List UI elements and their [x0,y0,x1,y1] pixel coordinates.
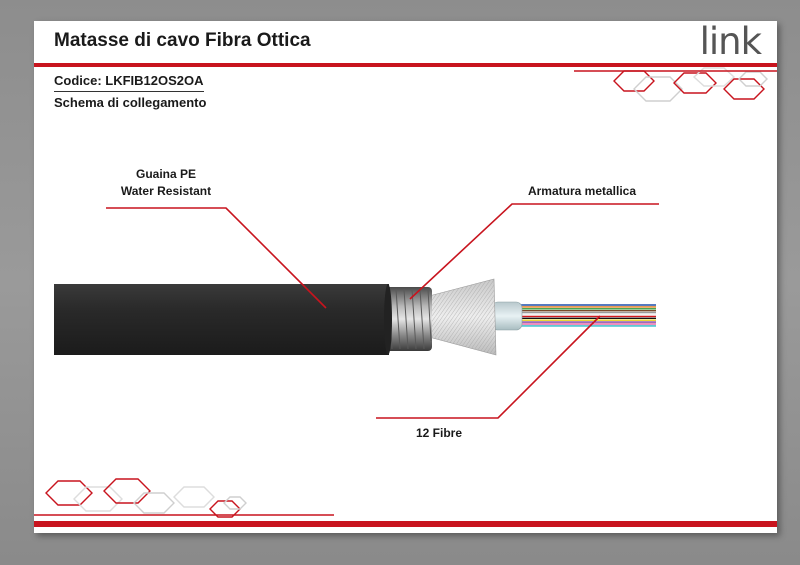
label-sheath-line-1: Guaina PE [135,167,197,181]
label-sheath-line-2: Water Resistant [120,184,212,198]
cable-diagram [34,67,777,518]
metallic-armor [384,287,432,351]
header-divider [34,63,777,67]
brand-logo: link [699,21,762,63]
label-sheath: Guaina PE Water Resistant [106,166,226,200]
pe-sheath [54,284,392,355]
optical-fibers [504,304,656,327]
leader-line-sheath [106,207,327,309]
page-title: Matasse di cavo Fibra Ottica [54,30,311,51]
leader-line-fibers [376,315,601,419]
label-armor: Armatura metallica [527,184,637,198]
label-fibers: 12 Fibre [415,426,463,440]
hexagon-decoration-top [574,67,777,102]
leader-line-armor [409,203,659,300]
diagram-sheet: Matasse di cavo Fibra Ottica link Codice… [34,21,777,533]
inner-buffer-tube [491,301,523,331]
footer-divider [34,521,777,527]
hexagon-decoration-bottom [34,478,334,518]
strength-member-cone [428,278,497,356]
product-code: Codice: LKFIB12OS2OA [54,73,204,92]
diagram-subtitle: Schema di collegamento [54,95,207,110]
